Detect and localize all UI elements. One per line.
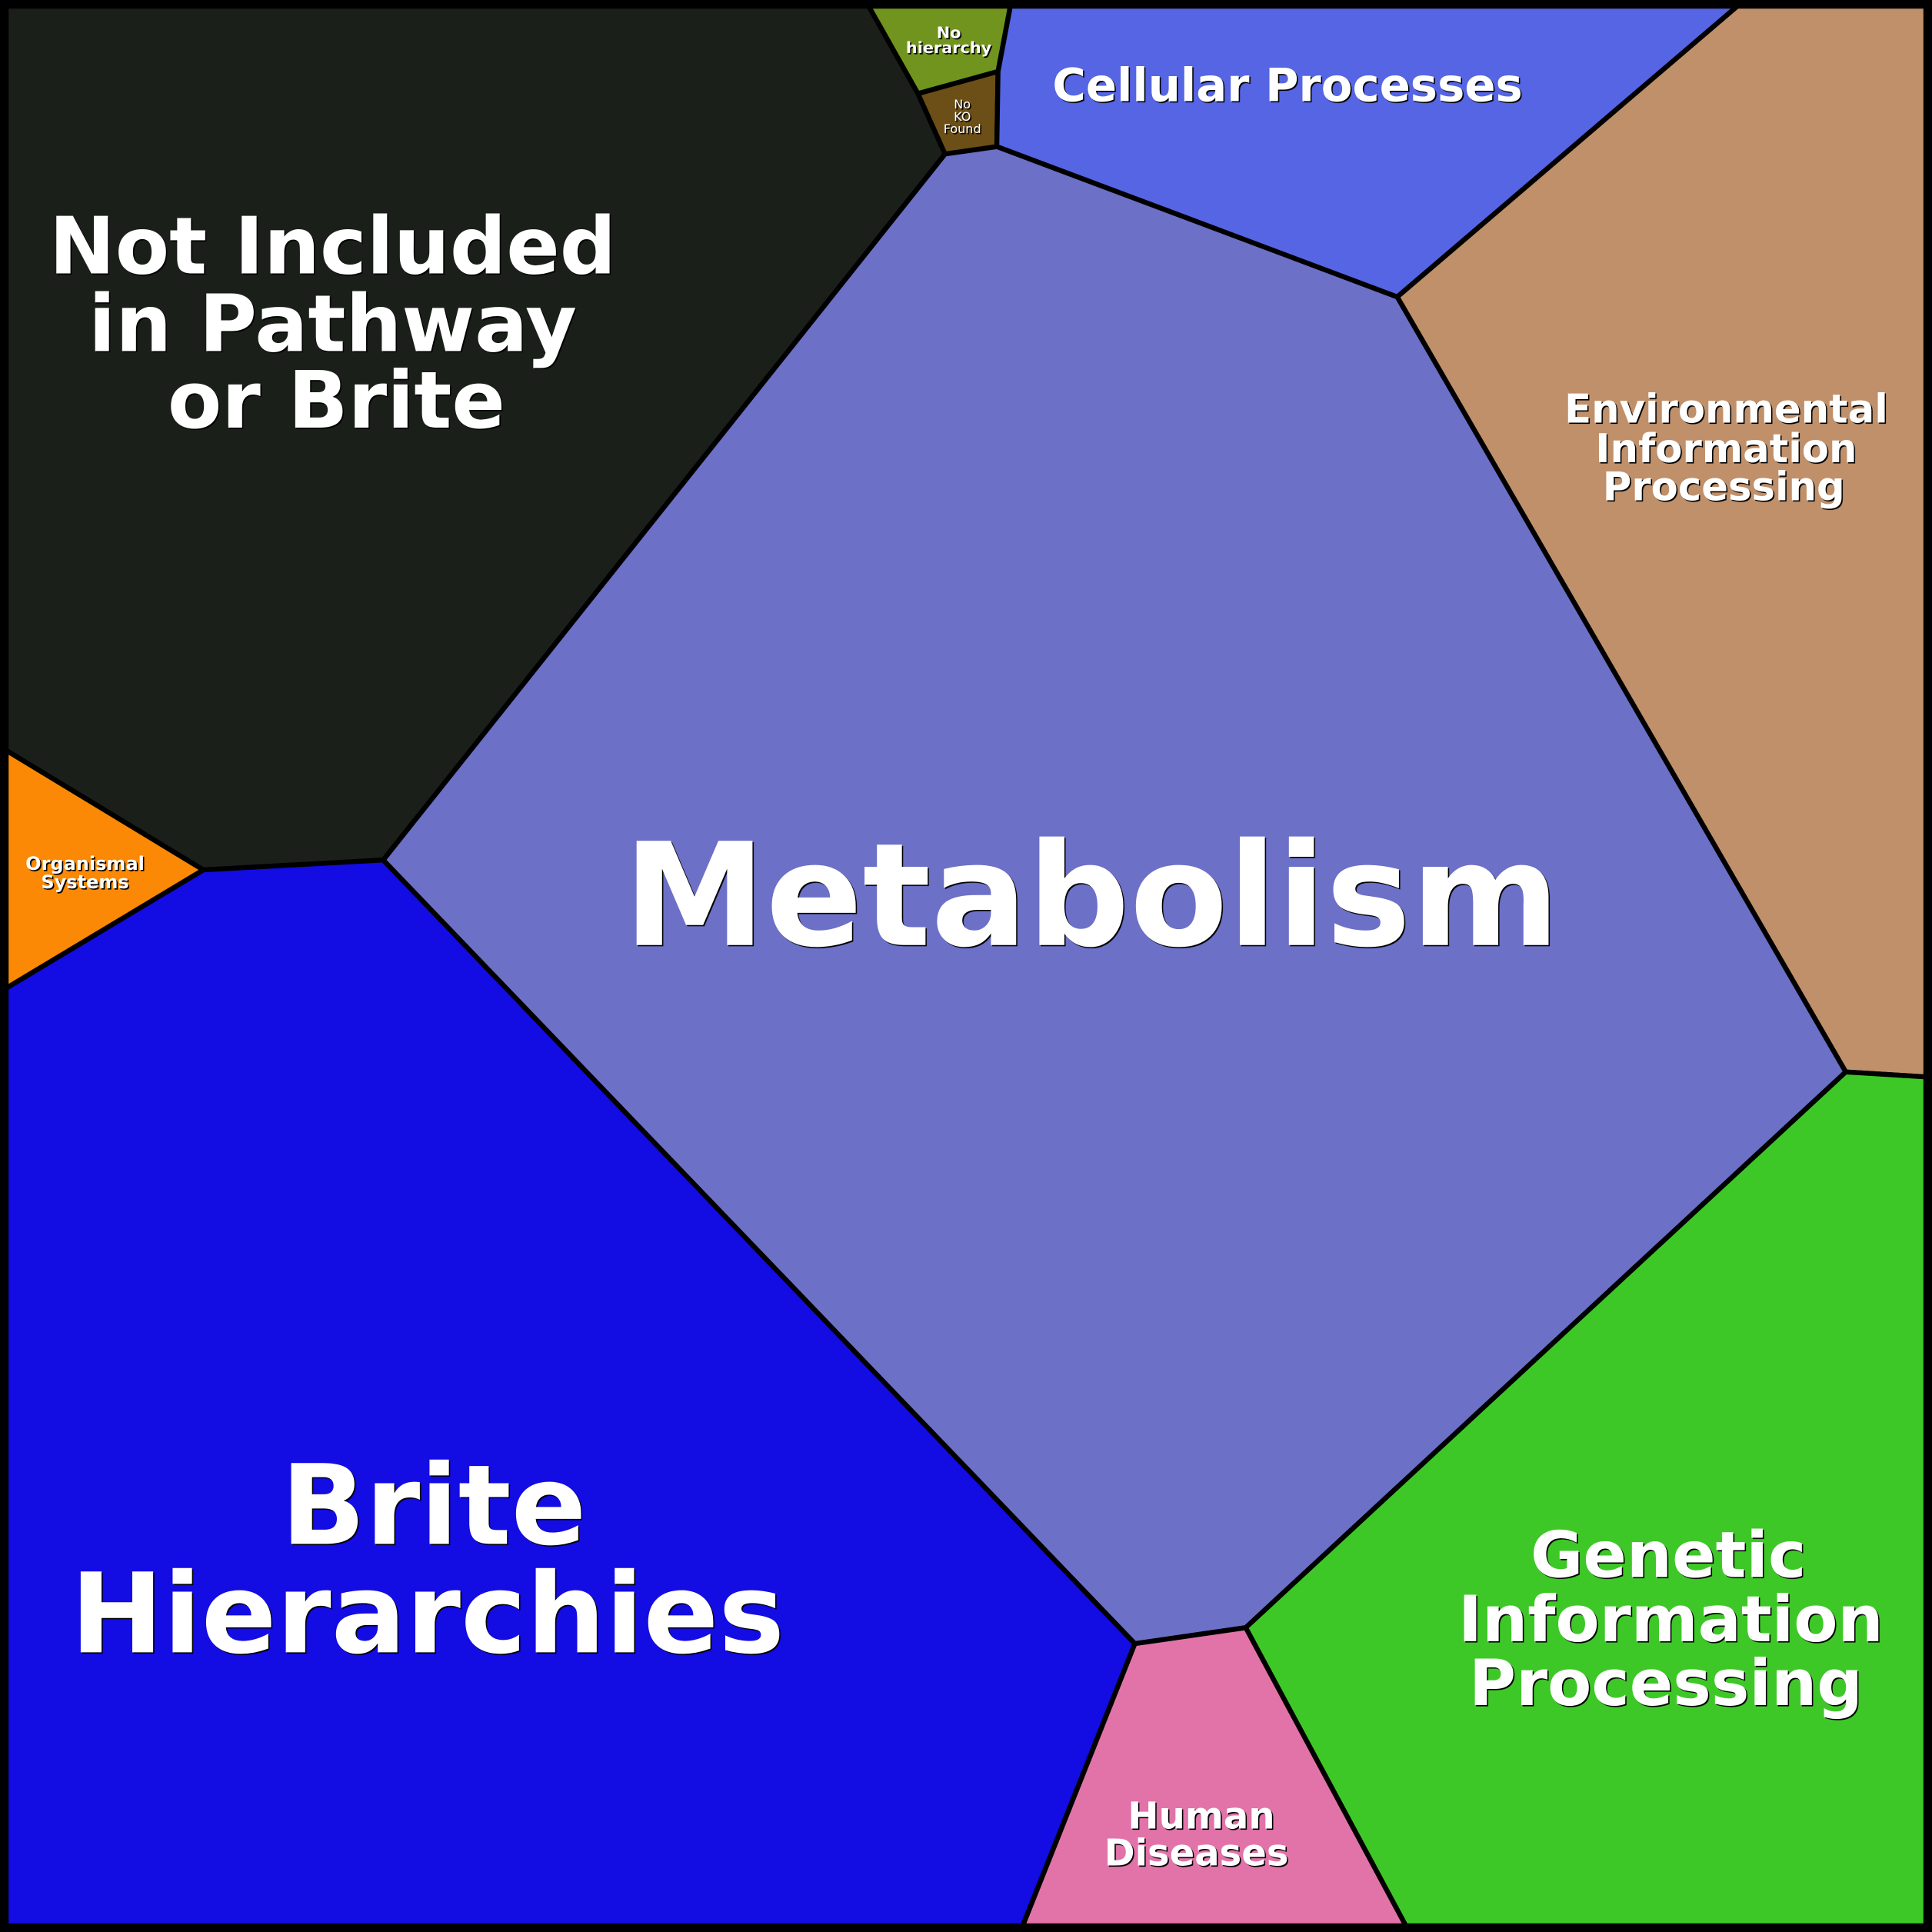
label-line: Systems xyxy=(41,871,128,893)
label-line: No xyxy=(937,24,961,42)
label-human-diseases: Human Diseases xyxy=(1104,1794,1289,1874)
label-line: Organismal xyxy=(25,853,145,874)
label-line: in Pathway xyxy=(88,279,577,371)
label-environmental: Environmental Information Processing xyxy=(1564,387,1888,511)
label-no-hierarchy: No hierarchy xyxy=(906,24,992,57)
label-line: Processing xyxy=(1603,464,1845,510)
label-line: Environmental xyxy=(1564,387,1888,433)
label-not-included: Not Included in Pathway or Brite xyxy=(49,202,616,447)
label-line: Brite xyxy=(281,1441,586,1571)
label-line: Information xyxy=(1595,426,1857,472)
label-line: KO xyxy=(954,109,971,124)
label-cellular-processes: Cellular Processes xyxy=(1052,58,1522,112)
cell-organismal-systems[interactable] xyxy=(3,748,206,991)
label-line: Not Included xyxy=(49,202,616,293)
label-metabolism: Metabolism xyxy=(624,813,1561,979)
label-line: Processing xyxy=(1469,1646,1863,1720)
label-line: Information xyxy=(1458,1582,1884,1657)
label-organismal-systems: Organismal Systems xyxy=(25,853,145,893)
cell-genetic[interactable] xyxy=(1243,1069,1929,1929)
label-line: Diseases xyxy=(1104,1831,1289,1874)
label-line: or Brite xyxy=(168,355,505,447)
label-brite-hierarchies: Brite Hierarchies xyxy=(71,1441,784,1679)
label-line: Genetic xyxy=(1531,1518,1806,1593)
label-line: Found xyxy=(944,122,981,136)
label-line: Human xyxy=(1128,1794,1274,1837)
label-no-ko-found: No KO Found xyxy=(944,97,981,136)
label-line: hierarchy xyxy=(906,38,992,57)
label-line: No xyxy=(954,97,971,112)
label-line: Hierarchies xyxy=(71,1550,784,1679)
label-genetic: Genetic Information Processing xyxy=(1458,1518,1884,1721)
